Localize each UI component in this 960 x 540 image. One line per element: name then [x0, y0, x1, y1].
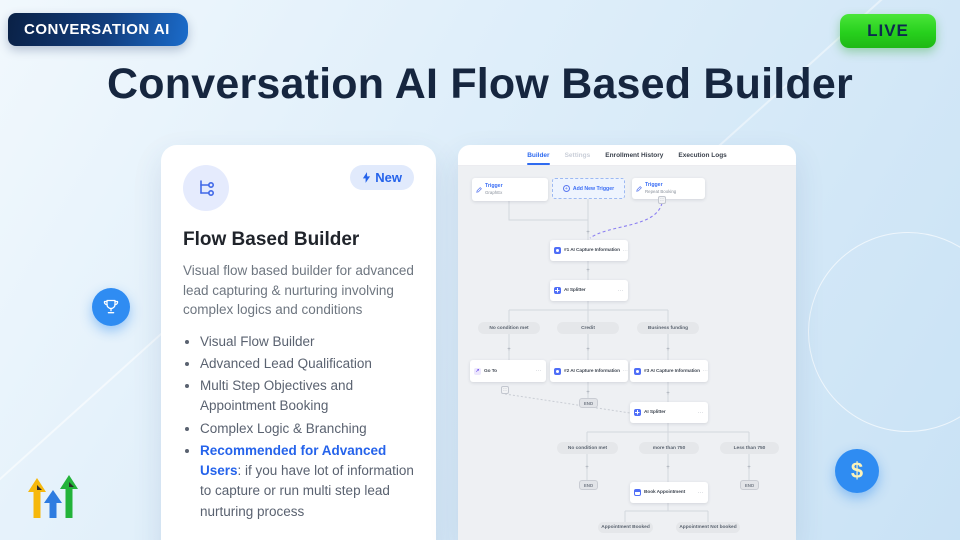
drag-handle-icon[interactable]: ∷ — [501, 386, 509, 394]
feature-bullet: Complex Logic & Branching — [200, 419, 414, 439]
flow-builder-panel: Builder Settings Enrollment History Exec… — [458, 145, 796, 540]
branch-pill-less-than-750[interactable]: Less than 750 — [720, 442, 779, 454]
svg-text:+: + — [586, 230, 590, 236]
svg-text:+: + — [586, 347, 590, 353]
ai-capture-icon — [554, 247, 561, 254]
branch-pill-no-condition[interactable]: No condition met — [478, 322, 540, 334]
ai-capture-icon — [554, 367, 561, 375]
add-new-trigger-button[interactable]: + Add New Trigger — [552, 178, 625, 199]
end-pill: END — [740, 480, 759, 490]
ai-splitter-node-2[interactable]: AI Splitter ··· — [630, 402, 708, 423]
flow-canvas: + + + + + + + + + + Trigger GraphEx + Add New … — [458, 166, 796, 540]
branch-pill-appointment-booked[interactable]: Appointment Booked — [598, 522, 653, 533]
gohighlevel-logo — [26, 474, 80, 527]
node-label: Book Appointment — [644, 490, 686, 495]
end-pill: END — [579, 480, 598, 490]
feature-card: New Flow Based Builder Visual flow based… — [161, 145, 436, 540]
add-new-trigger-label: Add New Trigger — [572, 185, 615, 192]
node-menu-icon[interactable]: ··· — [617, 287, 624, 294]
branch-pill-business-funding[interactable]: Business funding — [637, 322, 699, 334]
node-label: AI Splitter — [564, 288, 586, 293]
trigger-title: Trigger — [485, 183, 503, 190]
feature-bullet: Multi Step Objectives and Appointment Bo… — [200, 376, 414, 417]
svg-text:+: + — [666, 391, 670, 397]
feature-card-description: Visual flow based builder for advanced l… — [183, 263, 414, 318]
go-to-node[interactable]: ↗ Go To ··· — [470, 360, 546, 382]
dollar-icon: $ — [835, 449, 879, 493]
node-menu-icon[interactable]: ··· — [535, 368, 542, 374]
ai-capture-node-3[interactable]: #3 AI Capture Information ··· — [630, 360, 708, 382]
flow-builder-icon — [183, 165, 229, 211]
ai-capture-node-2[interactable]: #2 AI Capture Information ··· — [550, 360, 628, 382]
live-badge: LIVE — [840, 14, 936, 48]
ai-splitter-node-1[interactable]: AI Splitter ··· — [550, 280, 628, 301]
node-menu-icon[interactable]: ··· — [697, 489, 704, 496]
svg-text:+: + — [586, 268, 590, 274]
page-title: Conversation AI Flow Based Builder — [107, 60, 853, 108]
ai-splitter-icon — [554, 287, 561, 294]
svg-text:+: + — [666, 465, 670, 471]
lightning-bolt-icon — [363, 172, 371, 183]
feature-card-title: Flow Based Builder — [183, 229, 360, 250]
tab-enrollment-history[interactable]: Enrollment History — [605, 151, 664, 159]
node-menu-icon[interactable]: ··· — [697, 409, 704, 416]
ai-splitter-icon — [634, 409, 641, 416]
node-label: #2 AI Capture Information — [564, 368, 620, 374]
trigger-title: Trigger — [645, 182, 663, 189]
node-label: #1 AI Capture Information — [564, 248, 620, 253]
trigger-subtitle: Repeat Booking — [645, 189, 677, 195]
conversation-ai-badge: CONVERSATION AI — [8, 13, 188, 46]
highlight-rest: : if you have lot of information to capt… — [200, 463, 414, 519]
end-pill: END — [579, 398, 598, 408]
tab-settings[interactable]: Settings — [564, 151, 591, 159]
go-to-icon: ↗ — [474, 367, 481, 375]
drag-handle-icon[interactable]: ∷ — [658, 196, 666, 204]
trigger-node-2[interactable]: Trigger Repeat Booking — [632, 178, 705, 199]
branch-pill-appointment-not-booked[interactable]: Appointment Not booked — [676, 522, 740, 533]
book-appointment-node[interactable]: Book Appointment ··· — [630, 482, 708, 503]
calendar-icon — [634, 489, 641, 496]
svg-text:+: + — [747, 465, 751, 471]
background-circle-decoration — [808, 232, 960, 432]
svg-text:+: + — [666, 347, 670, 353]
branch-pill-no-condition-2[interactable]: No condition met — [557, 442, 618, 454]
trigger-node-1[interactable]: Trigger GraphEx — [472, 178, 548, 201]
feature-bullet: Advanced Lead Qualification — [200, 354, 414, 374]
node-label: AI Splitter — [644, 410, 666, 415]
node-menu-icon[interactable]: ··· — [622, 368, 628, 374]
new-badge: New — [350, 165, 414, 190]
flow-connectors: + + + + + + + + + + — [504, 199, 751, 522]
tab-execution-logs[interactable]: Execution Logs — [678, 151, 727, 159]
branch-pill-more-than-750[interactable]: more than 750 — [639, 442, 699, 454]
svg-text:+: + — [586, 390, 590, 396]
svg-text:+: + — [507, 347, 511, 353]
trophy-icon — [92, 288, 130, 326]
ai-capture-node-1[interactable]: #1 AI Capture Information ··· — [550, 240, 628, 261]
feature-bullet: Visual Flow Builder — [200, 332, 414, 352]
node-menu-icon[interactable]: ··· — [702, 368, 708, 374]
node-label: #3 AI Capture Information — [644, 368, 700, 374]
trigger-subtitle: GraphEx — [485, 190, 503, 196]
feature-bullet-highlighted: Recommended for Advanced Users: if you h… — [200, 441, 414, 522]
node-label: Go To — [484, 368, 497, 374]
feature-bullet-list: Visual Flow Builder Advanced Lead Qualif… — [183, 332, 414, 522]
pencil-icon — [476, 186, 482, 193]
ai-capture-icon — [634, 367, 641, 375]
node-menu-icon[interactable]: ··· — [622, 247, 628, 254]
highlight-text: Recommended for Advanced Users — [200, 442, 387, 479]
branch-pill-credit[interactable]: Credit — [557, 322, 619, 334]
builder-tabbar: Builder Settings Enrollment History Exec… — [458, 145, 796, 166]
plus-icon: + — [562, 185, 570, 192]
tab-builder[interactable]: Builder — [527, 151, 551, 165]
svg-text:+: + — [585, 465, 589, 471]
new-badge-label: New — [375, 170, 402, 185]
pencil-icon — [636, 185, 642, 192]
